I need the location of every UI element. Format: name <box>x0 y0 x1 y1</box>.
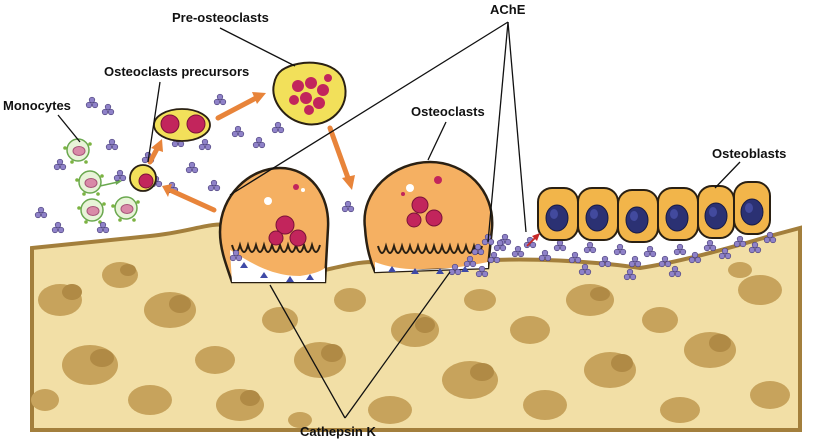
osteoblasts-layer <box>537 181 771 243</box>
osteoblast <box>697 185 735 239</box>
osteoclast-precursor-small <box>129 164 157 192</box>
label-monocytes: Monocytes <box>3 98 71 113</box>
bone-matrix <box>30 222 802 432</box>
differentiation-arrows <box>147 92 355 213</box>
red-arrow-icon <box>526 233 540 247</box>
pre-osteoclast <box>272 61 347 126</box>
monocytes-cluster <box>62 138 141 225</box>
bone-pores <box>31 262 790 428</box>
label-osteoblasts: Osteoblasts <box>712 146 786 161</box>
osteoblast <box>537 187 579 241</box>
label-ache: AChE <box>490 2 526 17</box>
label-osteoclasts-precursors: Osteoclasts precursors <box>104 64 249 79</box>
label-cathepsin-k: Cathepsin K <box>300 424 376 439</box>
label-pre-osteoclasts: Pre-osteoclasts <box>172 10 269 25</box>
osteoblast <box>617 189 659 243</box>
osteoclast-precursor-pair <box>153 108 211 142</box>
osteoblast <box>577 187 619 241</box>
osteoclast-left <box>218 166 330 284</box>
osteoclast-right <box>363 160 494 274</box>
cathepsin-k-particles <box>240 262 469 282</box>
osteoblast <box>733 181 771 235</box>
label-osteoclasts: Osteoclasts <box>411 104 485 119</box>
leader-lines <box>57 21 741 419</box>
osteoblast <box>657 187 699 241</box>
